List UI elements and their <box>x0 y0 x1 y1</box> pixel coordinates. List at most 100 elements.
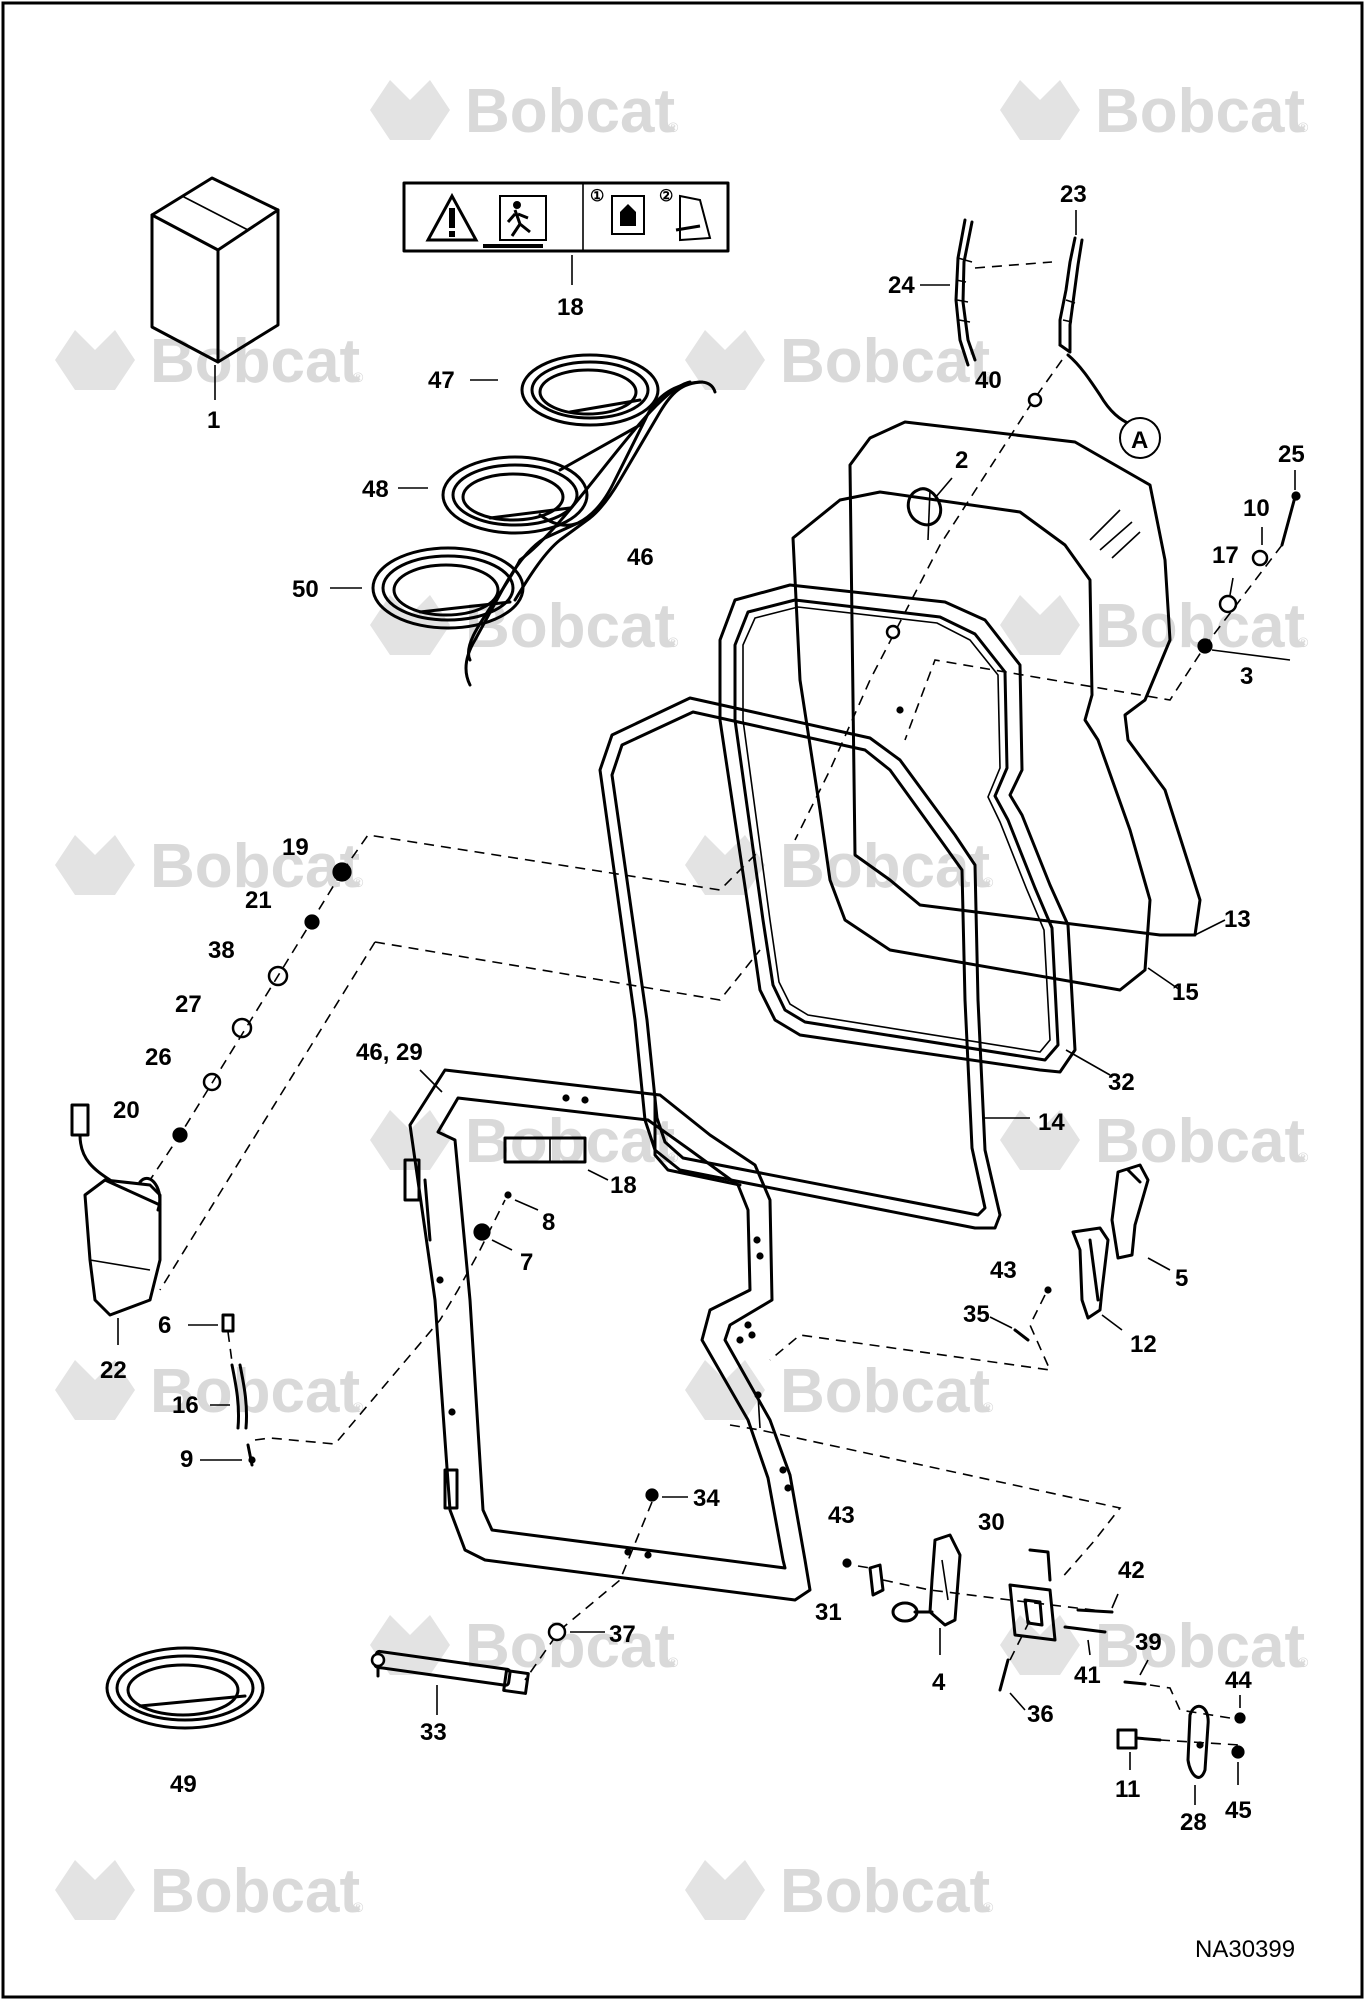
watermark-11: Bobcat ® <box>55 1357 364 1426</box>
emergency-exit-icon <box>499 195 547 241</box>
callout-layer: 1 2 3 4 5 6 7 8 9 10 11 12 13 14 15 16 1… <box>100 181 1305 1836</box>
watermark-text-14: Bobcat <box>1095 1612 1305 1681</box>
watermark-text-3: Bobcat <box>150 327 360 396</box>
callout-19: 19 <box>282 834 309 861</box>
nozzle-6[interactable] <box>221 1313 235 1333</box>
nut-45[interactable] <box>1231 1745 1245 1759</box>
brace-46 <box>464 380 717 687</box>
screw-42[interactable] <box>1076 1608 1114 1614</box>
bolt-11[interactable] <box>1116 1728 1162 1750</box>
screw-8[interactable] <box>504 1191 512 1199</box>
callout-10: 10 <box>1243 495 1270 522</box>
hose-coil-48[interactable] <box>441 455 589 535</box>
watermark-reg-15: ® <box>353 1899 364 1915</box>
hose-16[interactable] <box>230 1363 248 1430</box>
fitting-9[interactable] <box>246 1443 256 1467</box>
watermark-reg-12: ® <box>983 1399 994 1415</box>
watermark-reg-2: ® <box>1298 119 1309 135</box>
screw-36[interactable] <box>998 1658 1010 1692</box>
washer-43-right[interactable] <box>1044 1286 1052 1294</box>
washer-27[interactable] <box>231 1017 253 1039</box>
door-frame-46-29[interactable] <box>403 1068 812 1602</box>
watermark-15: Bobcat ® <box>55 1857 364 1926</box>
wiper-arm-23[interactable] <box>1058 236 1084 354</box>
callout-45: 45 <box>1225 1797 1252 1824</box>
handle-12[interactable] <box>1071 1226 1110 1320</box>
watermark-text-4: Bobcat <box>780 327 990 396</box>
callout-12: 12 <box>1130 1331 1157 1358</box>
watermark-14: Bobcat ® <box>1000 1612 1309 1681</box>
callout-4: 4 <box>932 1669 946 1696</box>
callout-6: 6 <box>158 1312 171 1339</box>
nut-44[interactable] <box>1234 1712 1246 1724</box>
door-release-icon <box>611 194 712 242</box>
pin-39[interactable] <box>1123 1680 1147 1686</box>
watermark-reg-3: ® <box>353 369 364 385</box>
watermark-layer: Bobcat ® Bobcat ® Bobcat ® Bobcat ® Bobc… <box>55 77 1309 1926</box>
box-icon[interactable] <box>150 176 280 364</box>
callout-33: 33 <box>420 1719 447 1746</box>
exit-decal[interactable]: ① ② <box>402 181 730 253</box>
callout-3: 3 <box>1240 663 1253 690</box>
watermark-text-1: Bobcat <box>465 77 675 146</box>
nut-34[interactable] <box>645 1488 659 1502</box>
watermark-reg-5: ® <box>668 634 679 650</box>
callout-40: 40 <box>975 367 1002 394</box>
watermark-7: Bobcat ® <box>55 832 364 901</box>
gas-spring-33[interactable] <box>370 1649 530 1695</box>
callout-28: 28 <box>1180 1809 1207 1836</box>
callout-9: 9 <box>180 1446 193 1473</box>
circle-marker-a <box>1119 417 1161 459</box>
callout-41: 41 <box>1074 1662 1101 1689</box>
handle-5[interactable] <box>1110 1163 1150 1260</box>
plate-31[interactable] <box>868 1563 885 1597</box>
callout-27: 27 <box>175 991 202 1018</box>
striker-30[interactable] <box>1008 1548 1057 1642</box>
callout-17: 17 <box>1212 542 1239 569</box>
watermark-2: Bobcat ® <box>1000 77 1309 146</box>
watermark-reg-8: ® <box>983 874 994 890</box>
callout-22: 22 <box>100 1357 127 1384</box>
watermark-4: Bobcat ® <box>685 327 994 396</box>
door-decal-18[interactable] <box>503 1136 587 1164</box>
watermark-16: Bobcat ® <box>685 1857 994 1926</box>
washer-10[interactable] <box>1251 549 1269 567</box>
nut-40[interactable] <box>1027 392 1043 408</box>
callout-35: 35 <box>963 1301 990 1328</box>
callout-30: 30 <box>978 1509 1005 1536</box>
callout-50: 50 <box>292 576 319 603</box>
screw-35[interactable] <box>1013 1328 1030 1342</box>
circle-marker-a-label: A <box>1131 427 1148 454</box>
watermark-text-8: Bobcat <box>780 832 990 901</box>
seal-32[interactable] <box>718 583 1077 1074</box>
hose-coil-50[interactable] <box>371 546 525 630</box>
callout-42: 42 <box>1118 1557 1145 1584</box>
window-frame-15[interactable] <box>791 490 1152 992</box>
watermark-text-10: Bobcat <box>1095 1107 1305 1176</box>
callout-31: 31 <box>815 1599 842 1626</box>
callout-8: 8 <box>542 1209 555 1236</box>
wiper-blade-24[interactable] <box>954 218 977 367</box>
washer-37[interactable] <box>547 1622 567 1642</box>
screw-25[interactable] <box>1280 491 1301 547</box>
drawing-id: NA30399 <box>1195 1936 1295 1963</box>
watermark-1: Bobcat ® <box>370 77 679 146</box>
hose-coil-47[interactable] <box>520 353 660 427</box>
washer-17[interactable] <box>1218 594 1238 614</box>
callout-44: 44 <box>1225 1667 1252 1694</box>
window-glass-13[interactable] <box>848 420 1202 937</box>
wiper-motor-22[interactable] <box>70 1103 162 1317</box>
callout-43-handle: 43 <box>990 1257 1017 1284</box>
pin-2[interactable] <box>906 487 943 541</box>
nut-7[interactable] <box>473 1223 491 1241</box>
callout-24: 24 <box>888 272 915 299</box>
callout-15: 15 <box>1172 979 1199 1006</box>
hose-coil-49[interactable] <box>105 1646 265 1730</box>
callout-14: 14 <box>1038 1109 1065 1136</box>
screw-41[interactable] <box>1063 1625 1107 1634</box>
latch-4[interactable] <box>891 1533 962 1627</box>
washer-43-latch[interactable] <box>842 1558 852 1568</box>
bracket-28[interactable] <box>1186 1704 1210 1779</box>
